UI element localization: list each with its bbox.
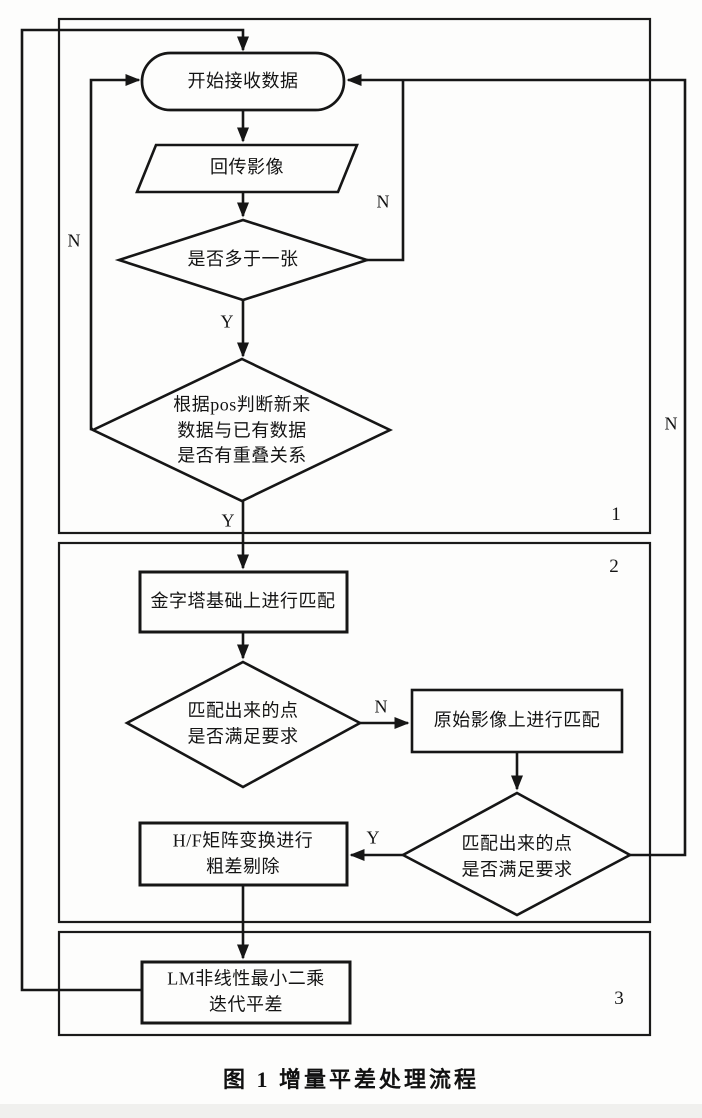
- branch-label-more-no: N: [376, 191, 390, 212]
- process-original-rect-shape: [410, 688, 624, 754]
- start-terminator-shape: [140, 51, 346, 112]
- figure-caption: 图 1 增量平差处理流程: [222, 1067, 480, 1092]
- branch-label-points2-no: N: [664, 413, 678, 434]
- connector-decision-pos-no-return: [89, 74, 141, 431]
- stage2-number: 2: [609, 556, 619, 577]
- stage1-number: 1: [611, 504, 621, 525]
- process-pyramid-rect-shape: [138, 570, 349, 634]
- branch-label-pos-yes: Y: [221, 510, 235, 531]
- decision-points2-diamond-shape: [400, 791, 633, 917]
- branch-label-points1-no: N: [374, 696, 388, 717]
- decision-points2-label: 匹配出来的点 是否满足要求: [461, 833, 573, 879]
- connector-lm-feedback-to-start: [20, 28, 249, 992]
- page-edge: [0, 1104, 702, 1118]
- stage3-number: 3: [614, 988, 624, 1009]
- process-original-label: 原始影像上进行匹配: [433, 710, 601, 731]
- decision-pos-label: 根据pos判断新来 数据与已有数据 是否有重叠关系: [173, 394, 311, 466]
- process-hf-rect-shape: [138, 821, 349, 887]
- stage2-box: [57, 541, 652, 924]
- input-parallelogram-shape: [135, 143, 359, 194]
- branch-label-pos-no: N: [67, 230, 81, 251]
- decision-points1-label: 匹配出来的点 是否满足要求: [187, 700, 299, 746]
- process-pyramid-label: 金字塔基础上进行匹配: [150, 591, 336, 612]
- connector-decision-points2-no-return: [346, 74, 687, 857]
- decision-more-label: 是否多于一张: [187, 249, 299, 270]
- decision-pos-diamond-shape: [89, 357, 394, 503]
- decision-points1-diamond-shape: [124, 660, 363, 789]
- start-label: 开始接收数据: [187, 71, 299, 92]
- process-lm-rect-shape: [140, 960, 352, 1025]
- decision-more-diamond-shape: [114, 218, 372, 302]
- process-hf-label: H/F矩阵变换进行 粗差剔除: [172, 830, 314, 876]
- process-lm-label: LM非线性最小二乘 迭代平差: [167, 968, 325, 1014]
- connector-decision-more-no: [367, 80, 405, 262]
- branch-label-more-yes: Y: [220, 311, 234, 332]
- input-image-label: 回传影像: [210, 157, 284, 178]
- branch-label-points2-yes: Y: [366, 827, 380, 848]
- stage3-box: [57, 930, 652, 1037]
- stage1-box: [57, 17, 652, 535]
